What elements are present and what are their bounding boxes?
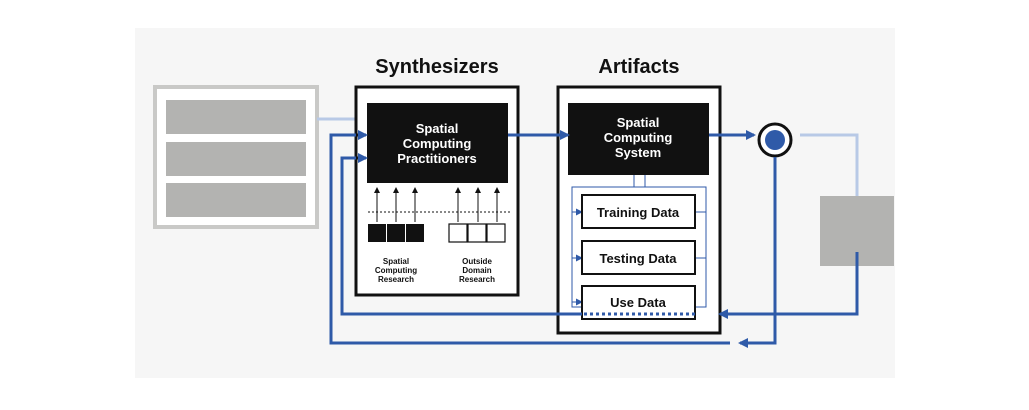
practitioners-box: [367, 103, 508, 183]
output-node-inner: [765, 130, 785, 150]
practitioners-label-1: Spatial: [416, 121, 459, 136]
artifacts-title: Artifacts: [598, 56, 679, 78]
spatial-research-label-1: Spatial: [383, 257, 409, 266]
user-feedback-arrow: [718, 252, 859, 319]
system-label-2: Computing: [604, 130, 673, 145]
output-to-user-arrow: [800, 133, 862, 218]
testing-data-label: Testing Data: [599, 251, 677, 266]
system-box: [568, 103, 709, 175]
training-data-box: [581, 194, 696, 229]
data-source-stack: [153, 85, 319, 229]
spatial-research-squares: [368, 224, 424, 242]
use-data-label: Use Data: [610, 295, 666, 310]
system-label-1: Spatial: [617, 115, 660, 130]
stack-row-1: [166, 100, 306, 134]
outside-research-label-1: Outside: [462, 257, 492, 266]
stack-row-3: [166, 183, 306, 217]
testing-data-box: [581, 240, 696, 275]
outside-research-squares: [448, 223, 506, 243]
research-arrows: [368, 187, 510, 222]
stack-row-2: [166, 142, 306, 176]
synthesizers-title: Synthesizers: [375, 56, 498, 78]
outer-feedback-loop: [329, 130, 730, 345]
outside-research-label-3: Research: [459, 275, 495, 284]
spatial-research-label-2: Computing: [375, 266, 417, 275]
system-label-3: System: [615, 145, 661, 160]
training-data-label: Training Data: [597, 205, 680, 220]
outside-research-label-2: Domain: [462, 266, 491, 275]
practitioners-label-2: Computing: [403, 136, 472, 151]
practitioners-label-3: Practitioners: [397, 151, 476, 166]
output-down-arrow: [738, 157, 777, 348]
inner-feedback-loop: [340, 153, 582, 316]
spatial-research-label-3: Research: [378, 275, 414, 284]
